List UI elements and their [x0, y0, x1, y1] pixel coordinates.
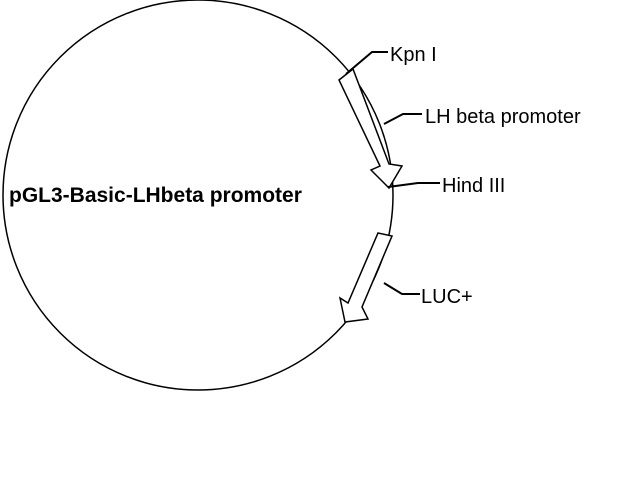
hind-iii-leader-line: [387, 182, 440, 188]
plasmid-backbone-circle: [2, 0, 394, 391]
lh-beta-promoter-label: LH beta promoter: [425, 106, 581, 128]
hind-iii-label: Hind III: [442, 175, 505, 197]
luc-plus-leader-line: [383, 282, 420, 295]
lh-beta-promoter-leader-line: [383, 113, 422, 125]
kpn-i-label: Kpn I: [390, 44, 437, 66]
luc-plus-label: LUC+: [421, 286, 473, 308]
plasmid-name-label: pGL3-Basic-LHbeta promoter: [9, 184, 302, 207]
luc-plus-arrow: [338, 232, 394, 323]
kpn-i-leader-line: [345, 51, 388, 75]
lh-beta-promoter-arrow: [338, 67, 404, 190]
